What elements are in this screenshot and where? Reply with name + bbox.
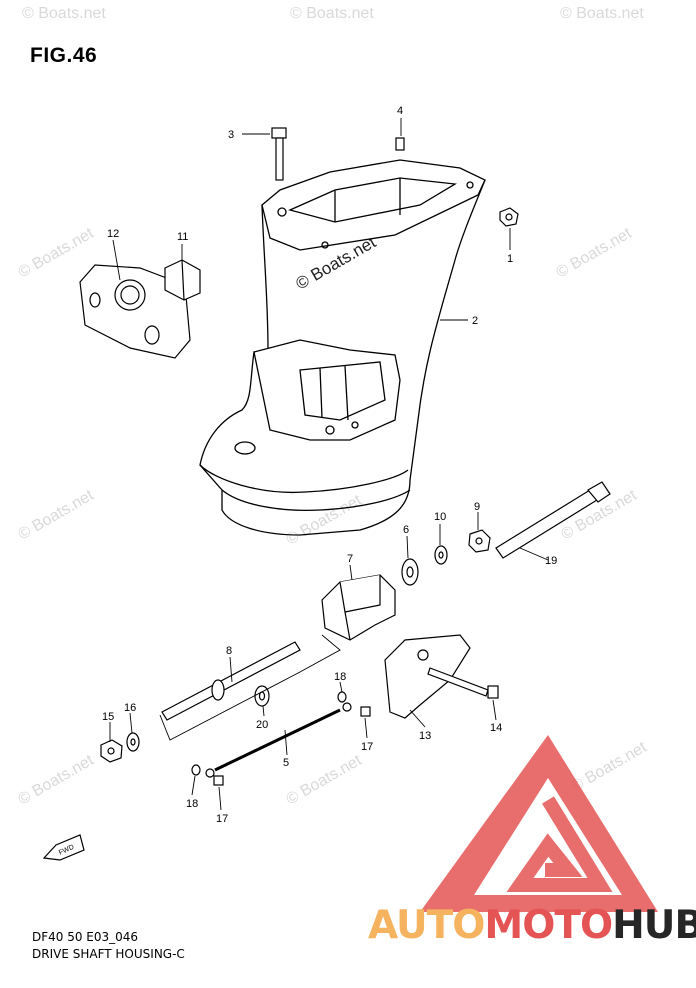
bolt-part-19 <box>495 481 611 559</box>
watermark-text: © Boats.net <box>22 5 106 22</box>
nut-part-9 <box>468 529 491 553</box>
callout-18b: 18 <box>186 798 198 810</box>
callout-17a: 17 <box>361 741 373 753</box>
callout-17b: 17 <box>216 813 228 825</box>
callout-3: 3 <box>228 129 234 141</box>
watermark-text: © Boats.net <box>284 492 366 549</box>
drive-shaft-housing <box>199 159 486 536</box>
mount-part-7 <box>321 574 396 641</box>
watermark-text: © Boats.net <box>16 752 98 809</box>
washer-part-10 <box>434 545 448 565</box>
bolt-part-14 <box>427 667 499 699</box>
callout-15: 15 <box>102 711 114 723</box>
callout-8: 8 <box>226 645 232 657</box>
callout-12: 12 <box>107 228 119 240</box>
cover-part-13 <box>384 634 471 719</box>
nut-part-15 <box>100 739 123 763</box>
callout-18a: 18 <box>334 671 346 683</box>
leader-lines <box>109 118 549 811</box>
callout-1: 1 <box>507 253 513 265</box>
screw-part-17 <box>213 775 224 786</box>
washer-part-18 <box>337 691 347 703</box>
watermark-text: © Boats.net <box>569 739 651 796</box>
callout-20: 20 <box>256 719 268 731</box>
callout-6: 6 <box>403 524 409 536</box>
watermark-text: © Boats.net <box>290 5 374 22</box>
callout-19: 19 <box>545 555 557 567</box>
callout-numbers: 3 4 1 2 12 11 7 6 10 9 19 8 20 16 15 5 1… <box>102 105 557 825</box>
figure-caption: DRIVE SHAFT HOUSING-C <box>32 947 185 961</box>
callout-10: 10 <box>434 511 446 523</box>
washer-part-16 <box>126 732 140 752</box>
fwd-arrow-icon: FWD <box>42 834 85 861</box>
brand-part3: HUB <box>612 903 696 948</box>
washer-part-6 <box>401 558 419 586</box>
watermark-text: © Boats.net <box>554 225 636 282</box>
callout-11: 11 <box>177 231 188 243</box>
figure-code: DF40 50 E03_046 <box>32 930 139 944</box>
ground-wire-part-5 <box>205 702 352 778</box>
brand-logo-text: AUTOMOTOHUB <box>368 903 696 948</box>
callout-7: 7 <box>347 553 353 565</box>
figure-title: FIG.46 <box>30 44 98 67</box>
callout-14: 14 <box>490 722 502 734</box>
callout-4: 4 <box>397 105 403 117</box>
washer-part-18 <box>191 764 201 776</box>
callout-2: 2 <box>472 315 478 327</box>
bolt-part-3 <box>271 127 287 181</box>
automotohub-logo-icon <box>420 735 658 912</box>
callout-5: 5 <box>283 757 289 769</box>
screw-part-17 <box>360 706 371 717</box>
dowel-pin-part-4 <box>395 137 405 151</box>
clamp-part-12 <box>79 264 191 359</box>
watermark-text: © Boats.net <box>16 487 98 544</box>
callout-16: 16 <box>124 702 136 714</box>
brand-part2: MOTO <box>484 903 613 948</box>
callout-13: 13 <box>419 730 431 742</box>
watermark-text: © Boats.net <box>16 225 98 282</box>
watermark-text: © Boats.net <box>560 5 644 22</box>
brand-part1: AUTO <box>368 903 485 948</box>
stud-part-8 <box>161 641 301 721</box>
nut-part-1 <box>499 207 519 227</box>
watermark-text: © Boats.net <box>284 752 366 809</box>
callout-9: 9 <box>474 501 480 513</box>
